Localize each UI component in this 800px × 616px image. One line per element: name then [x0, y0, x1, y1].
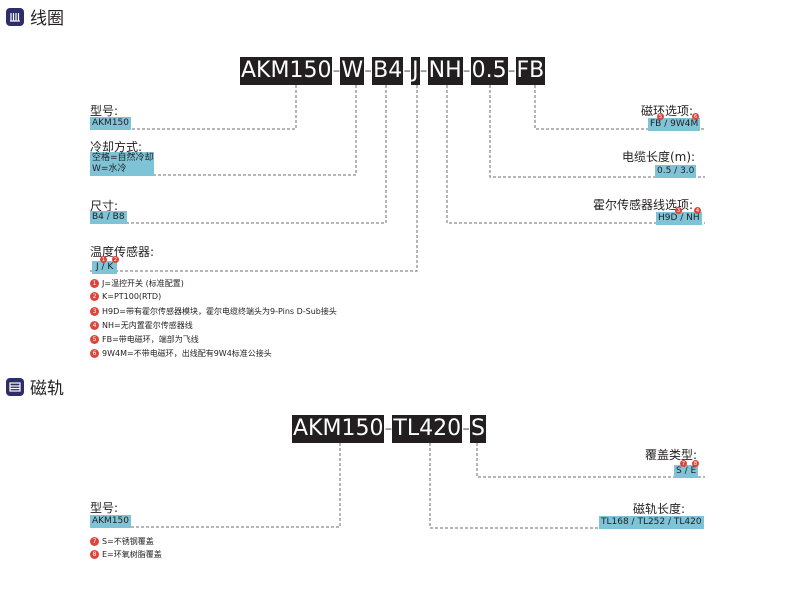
leader-size — [90, 85, 387, 224]
code-cooling: W — [340, 57, 365, 85]
note-number-badge: 2 — [90, 292, 99, 301]
field-label-size: 尺寸: — [90, 199, 119, 213]
note-text: S=不锈钢覆盖 — [102, 537, 154, 546]
note-text: FB=带电磁环，端部为飞线 — [102, 335, 199, 344]
track-field-label-cover: 覆盖类型: — [645, 448, 698, 462]
track-field-value-cover: S / E — [674, 465, 699, 478]
note-text: J=温控开关 (标准配置) — [102, 279, 184, 288]
note-number-badge: 8 — [90, 550, 99, 559]
code-hall: NH — [427, 57, 463, 85]
field-label-model: 型号: — [90, 104, 119, 118]
track-field-label-length: 磁轨长度: — [633, 502, 686, 516]
marker-badge: 2 — [112, 256, 119, 263]
note-number-badge: 4 — [90, 321, 99, 330]
field-label-temp-sensor: 温度传感器: — [90, 245, 155, 259]
note-text: E=环氧树脂覆盖 — [102, 550, 162, 559]
note-text: K=PT100(RTD) — [102, 292, 162, 301]
field-value-cooling-1: 空格=自然冷却 — [90, 152, 154, 165]
code-size: B4 — [372, 57, 404, 85]
field-label-hall: 霍尔传感器线选项: — [593, 198, 694, 212]
code-track-length: TL420 — [392, 415, 463, 443]
coil-section-title: 线圈 — [30, 9, 64, 29]
note-text: H9D=带有霍尔传感器模块，霍尔电缆终端头为9-Pins D-Sub接头 — [102, 307, 337, 316]
code-sep: - — [419, 58, 428, 83]
coil-part-code: AKM150-W-B4-J-NH-0.5-FB — [240, 57, 546, 85]
code-track-model: AKM150 — [292, 415, 385, 443]
leader-track-model — [90, 443, 341, 528]
field-value-model: AKM150 — [90, 117, 132, 130]
leader-track-length — [429, 443, 705, 529]
code-sep: - — [364, 58, 373, 83]
field-label-cable-length: 电缆长度(m): — [622, 150, 696, 164]
field-value-magnet-ring: FB / 9W4M — [648, 118, 701, 131]
note-number-badge: 6 — [90, 349, 99, 358]
field-value-size: B4 / B8 — [90, 211, 127, 224]
leader-model — [90, 85, 297, 130]
field-value-temp-sensor: J / K — [92, 261, 118, 274]
field-value-cable-length: 0.5 / 3.0 — [655, 165, 697, 178]
note-text: 9W4M=不带电磁环，出线配有9W4标准公接头 — [102, 349, 272, 358]
code-magnet-ring: FB — [515, 57, 546, 85]
leader-cooling — [90, 85, 357, 176]
field-label-cooling: 冷却方式: — [90, 140, 143, 154]
track-icon — [6, 377, 24, 396]
note-text: NH=无内置霍尔传感器线 — [102, 321, 193, 330]
marker-badge: 5 — [657, 113, 664, 120]
code-sep: - — [332, 58, 341, 83]
leader-hall — [446, 85, 705, 224]
field-label-magnet-ring: 磁环选项: — [641, 104, 694, 118]
marker-badge: 8 — [692, 460, 699, 467]
note-number-badge: 7 — [90, 537, 99, 546]
code-sep: - — [462, 416, 471, 441]
leader-cable-length — [489, 85, 705, 178]
code-cable-length: 0.5 — [470, 57, 508, 85]
code-sep: - — [507, 58, 516, 83]
code-sep: - — [384, 416, 393, 441]
code-model: AKM150 — [240, 57, 333, 85]
note-number-badge: 5 — [90, 335, 99, 344]
leader-cover — [476, 443, 705, 478]
field-value-hall: H9D / NH — [656, 212, 702, 225]
field-value-cooling-2: W=水冷 — [90, 163, 154, 176]
code-temp-sensor: J — [411, 57, 420, 85]
track-field-label-model: 型号: — [90, 501, 119, 515]
note-number-badge: 3 — [90, 307, 99, 316]
coil-icon — [6, 7, 24, 26]
code-sep: - — [403, 58, 412, 83]
marker-badge: 3 — [675, 207, 682, 214]
marker-badge: 4 — [694, 207, 701, 214]
code-cover-type: S — [470, 415, 487, 443]
track-part-code: AKM150-TL420-S — [292, 415, 487, 443]
code-sep: - — [462, 58, 471, 83]
coil-section-header: 线圈 — [6, 4, 64, 29]
track-section-header: 磁轨 — [6, 374, 64, 399]
track-section-title: 磁轨 — [30, 379, 64, 399]
note-number-badge: 1 — [90, 279, 99, 288]
track-field-value-model: AKM150 — [90, 515, 132, 528]
marker-badge: 1 — [100, 256, 107, 263]
marker-badge: 6 — [692, 113, 699, 120]
leader-temp — [90, 85, 418, 272]
marker-badge: 7 — [680, 460, 687, 467]
track-field-value-length: TL168 / TL252 / TL420 — [599, 516, 704, 529]
